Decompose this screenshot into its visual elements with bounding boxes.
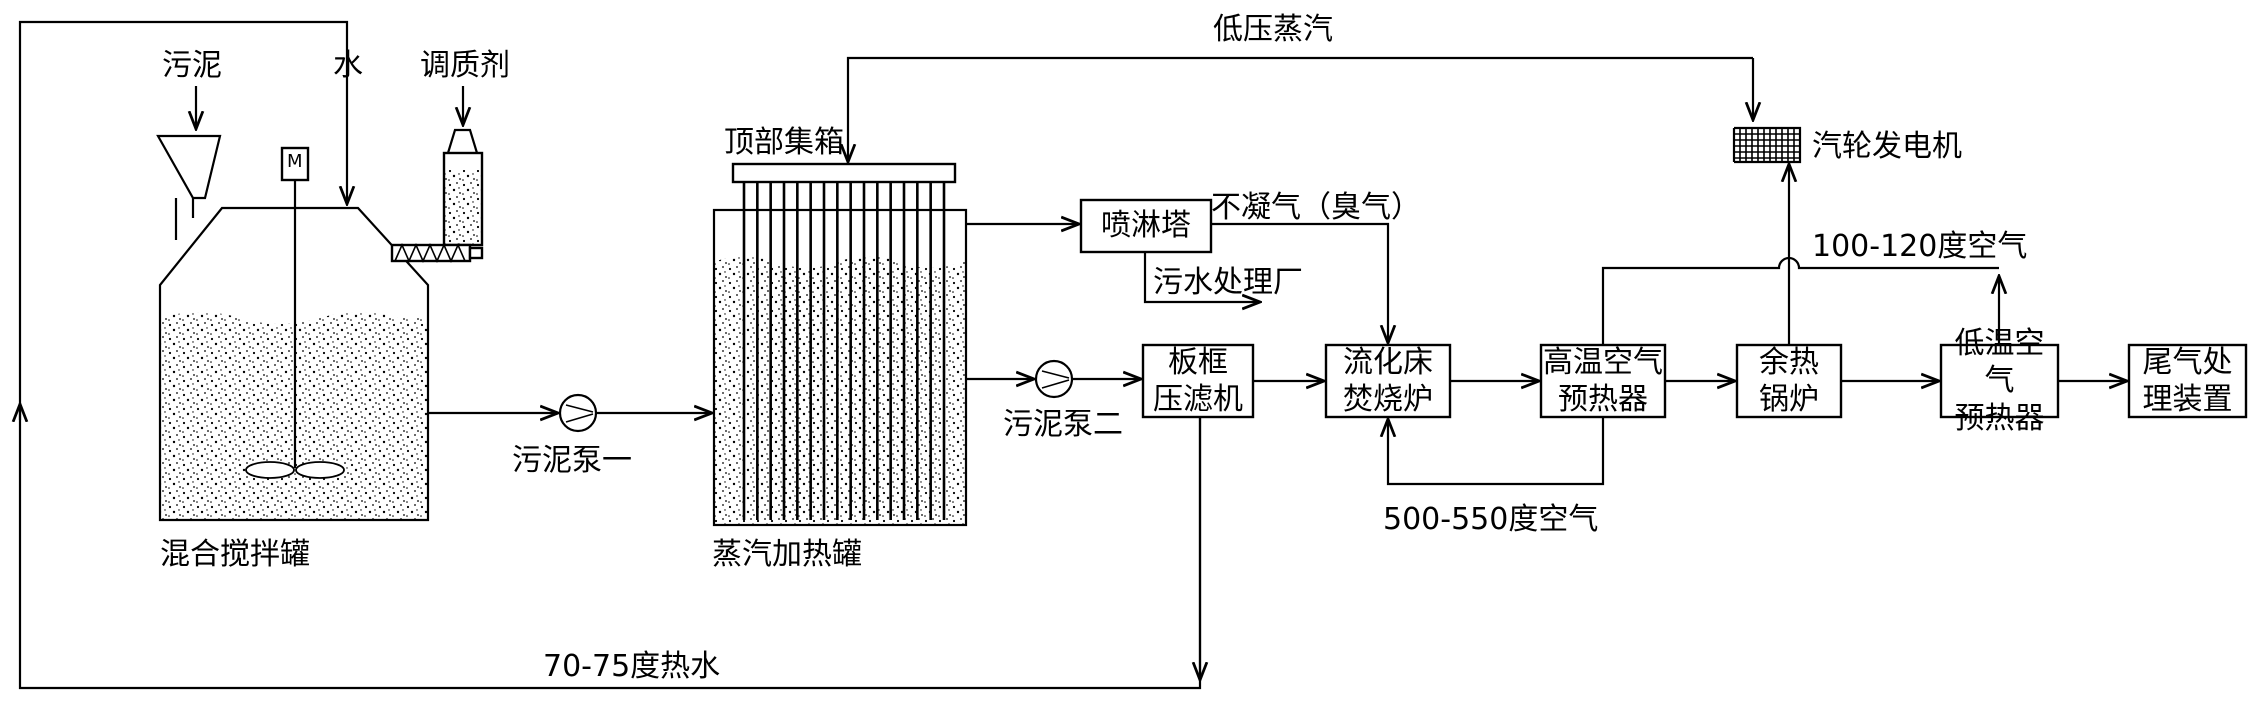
wastewater-plant-label: 污水处理厂: [1153, 265, 1303, 300]
tail-gas-treatment-label: 尾气处理装置: [2142, 344, 2233, 418]
flow-lines: [20, 20, 2127, 690]
conditioner-label: 调质剂: [420, 48, 510, 83]
waste-heat-boiler-label: 余热锅炉: [1759, 344, 1819, 418]
mixing-tank: [156, 128, 484, 522]
steam-heating-tank: [712, 162, 968, 527]
turbine-generator-label: 汽轮发电机: [1812, 129, 1962, 164]
top-header-label: 顶部集箱: [724, 125, 844, 160]
mixing-tank-label: 混合搅拌罐: [160, 537, 310, 572]
spray-tower-label: 喷淋塔: [1101, 208, 1191, 244]
steam-heating-tank-label: 蒸汽加热罐: [712, 537, 862, 572]
air-500-550-label: 500-550度空气: [1383, 502, 1599, 537]
heating-tank-sludge-fill: [714, 256, 966, 525]
heating-tubes: [742, 182, 946, 520]
water-label: 水: [333, 48, 363, 83]
high-temp-preheater-label: 高温空气预热器: [1543, 344, 1663, 418]
motor: [280, 146, 310, 182]
hot-water-label: 70-75度热水: [543, 649, 721, 684]
agitator-blade-right: [295, 461, 345, 479]
sludge-pump-1-label: 污泥泵一: [512, 443, 632, 478]
low-temp-preheater-label: 低温空气预热器: [1954, 325, 2045, 436]
plate-frame-filter-label: 板框压滤机: [1153, 344, 1243, 418]
turbine-generator-symbol: [1732, 126, 1802, 164]
top-header: [731, 162, 957, 184]
low-temp-preheater-box: [1939, 343, 2060, 419]
low-pressure-steam-label: 低压蒸汽: [1213, 12, 1333, 47]
sludge-label: 污泥: [162, 48, 222, 83]
incinerator-label: 流化床焚烧炉: [1343, 344, 1433, 418]
motor-label: M: [287, 151, 303, 172]
noncondensable-gas-label: 不凝气（臭气）: [1211, 190, 1421, 225]
conditioner-fill: [445, 170, 481, 244]
sludge-pump-2-symbol: [1034, 359, 1074, 399]
plate-frame-filter-box: [1141, 343, 1255, 419]
sludge-pump-1-symbol: [558, 393, 598, 433]
sludge-pump-2-label: 污泥泵二: [1003, 407, 1123, 442]
agitator-blade-left: [245, 461, 295, 479]
tail-gas-box: [2127, 343, 2248, 419]
sludge-hopper: [156, 134, 222, 200]
air-100-120-label: 100-120度空气: [1812, 229, 2028, 264]
waste-heat-boiler-box: [1735, 343, 1843, 419]
